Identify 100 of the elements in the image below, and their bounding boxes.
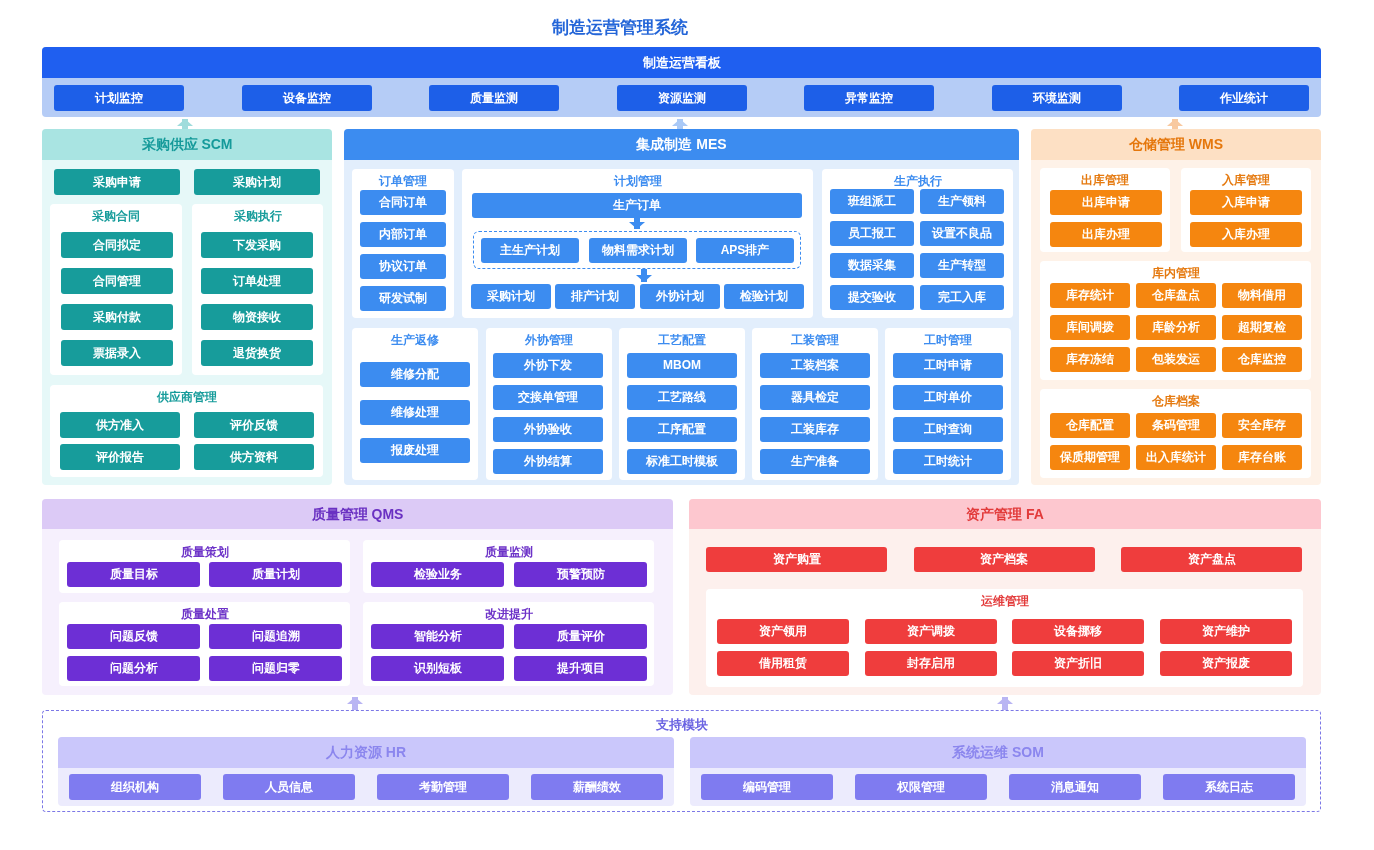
- module-item: 问题反馈: [67, 624, 200, 649]
- module-item: 资产档案: [913, 547, 1095, 572]
- group-title: 入库管理: [1221, 172, 1271, 189]
- module-item: 工序配置: [627, 417, 737, 442]
- module-item: 物资接收: [201, 304, 313, 330]
- module-item: 问题分析: [67, 656, 200, 681]
- module-item: 提交验收: [830, 285, 914, 310]
- module-item: MBOM: [627, 353, 737, 378]
- group-title: 计划管理: [612, 173, 663, 190]
- module-item: 数据采集: [830, 253, 914, 278]
- module-item: 采购付款: [61, 304, 173, 330]
- module-item: 消息通知: [1009, 774, 1141, 800]
- panel-header: 仓储管理 WMS: [1031, 129, 1321, 160]
- module-item: 工时单价: [893, 385, 1003, 410]
- group-title: 运维管理: [979, 593, 1030, 610]
- panel-header: 采购供应 SCM: [42, 129, 332, 160]
- module-item: 下发采购: [201, 232, 313, 258]
- module-item: 工时申请: [893, 353, 1003, 378]
- group-title: 工装管理: [790, 332, 840, 349]
- module-item: 器具检定: [760, 385, 870, 410]
- group-title: 采购执行: [232, 208, 283, 225]
- module-item: 外协下发: [493, 353, 603, 378]
- module-item: 薪酬绩效: [531, 774, 663, 800]
- panel-header: 制造运营看板: [42, 47, 1321, 78]
- group-card: [192, 204, 323, 375]
- group-title: 工艺配置: [657, 332, 707, 349]
- group-card: [59, 602, 350, 686]
- module-item: 问题归零: [209, 656, 342, 681]
- module-item: 超期复检: [1222, 315, 1302, 340]
- module-item: 质量监测: [429, 85, 559, 111]
- module-item: 计划监控: [54, 85, 184, 111]
- group-title: 仓库档案: [1150, 393, 1201, 410]
- module-item: 完工入库: [920, 285, 1004, 310]
- module-item: 检验业务: [371, 562, 504, 587]
- group-card: [363, 540, 654, 593]
- module-item: 票据录入: [61, 340, 173, 366]
- module-item: 工时统计: [893, 449, 1003, 474]
- module-item: 识别短板: [371, 656, 504, 681]
- module-item: 借用租赁: [717, 651, 849, 676]
- module-item: 权限管理: [855, 774, 987, 800]
- group-card: [1040, 261, 1311, 380]
- arrow: [997, 697, 1013, 710]
- module-item: 组织机构: [69, 774, 201, 800]
- module-item: 维修处理: [360, 400, 470, 425]
- module-item: 交接单管理: [493, 385, 603, 410]
- module-item: 排产计划: [555, 284, 636, 309]
- group-card: [486, 328, 612, 480]
- module-item: 合同拟定: [61, 232, 173, 258]
- module-item: 检验计划: [723, 284, 804, 309]
- module-item: 库间调拨: [1050, 315, 1130, 340]
- module-item: 库存冻结: [1050, 347, 1130, 372]
- group-card: [822, 169, 1013, 318]
- module-item: 供方资料: [194, 444, 314, 470]
- group-title: 质量监测: [483, 544, 534, 561]
- group-card: [885, 328, 1011, 480]
- module-item: 订单处理: [201, 268, 313, 294]
- module-item: 生产订单: [472, 193, 802, 218]
- module-item: 外协结算: [493, 449, 603, 474]
- module-item: 资产购置: [706, 547, 887, 572]
- arrow: [672, 119, 688, 129]
- module-item: 质量评价: [514, 624, 647, 649]
- module-item: 质量计划: [209, 562, 342, 587]
- module-item: 评价反馈: [194, 412, 314, 438]
- group-card: [462, 169, 813, 318]
- module-item: 采购计划: [194, 169, 320, 195]
- module-item: 出库申请: [1050, 190, 1162, 215]
- module-item: 安全库存: [1222, 413, 1302, 438]
- module-item: 资产报废: [1159, 651, 1292, 676]
- module-item: 评价报告: [60, 444, 180, 470]
- group-card: [59, 540, 350, 593]
- module-item: 供方准入: [60, 412, 180, 438]
- module-item: 采购计划: [471, 284, 551, 309]
- module-item: 资产领用: [717, 619, 849, 644]
- group-card: [706, 589, 1303, 687]
- module-item: 仓库配置: [1050, 413, 1130, 438]
- module-item: 资源监测: [616, 85, 747, 111]
- module-item: 协议订单: [360, 254, 446, 279]
- module-title: 支持模块: [654, 716, 709, 734]
- group-title: 库内管理: [1150, 265, 1201, 282]
- module-item: 设备监控: [241, 85, 372, 111]
- module-item: 生产领料: [920, 189, 1004, 214]
- module-item: 智能分析: [371, 624, 504, 649]
- module-item: 仓库盘点: [1136, 283, 1216, 308]
- module-item: 合同管理: [61, 268, 173, 294]
- module-item: 退货换货: [201, 340, 313, 366]
- module-panel: [42, 710, 1321, 812]
- module-item: 提升项目: [514, 656, 647, 681]
- module-item: 维修分配: [360, 362, 470, 387]
- module-panel: [58, 737, 674, 806]
- module-item: 工装档案: [760, 353, 870, 378]
- module-item: 考勤管理: [377, 774, 509, 800]
- module-item: 异常监控: [804, 85, 934, 111]
- group-title: 供应商管理: [155, 389, 218, 406]
- group-card: [50, 385, 323, 477]
- module-item: 内部订单: [360, 222, 446, 247]
- module-item: 库存统计: [1050, 283, 1130, 308]
- group-card: [50, 204, 182, 375]
- module-item: APS排产: [696, 238, 794, 263]
- module-panel: [1031, 129, 1321, 485]
- module-panel: [42, 129, 332, 485]
